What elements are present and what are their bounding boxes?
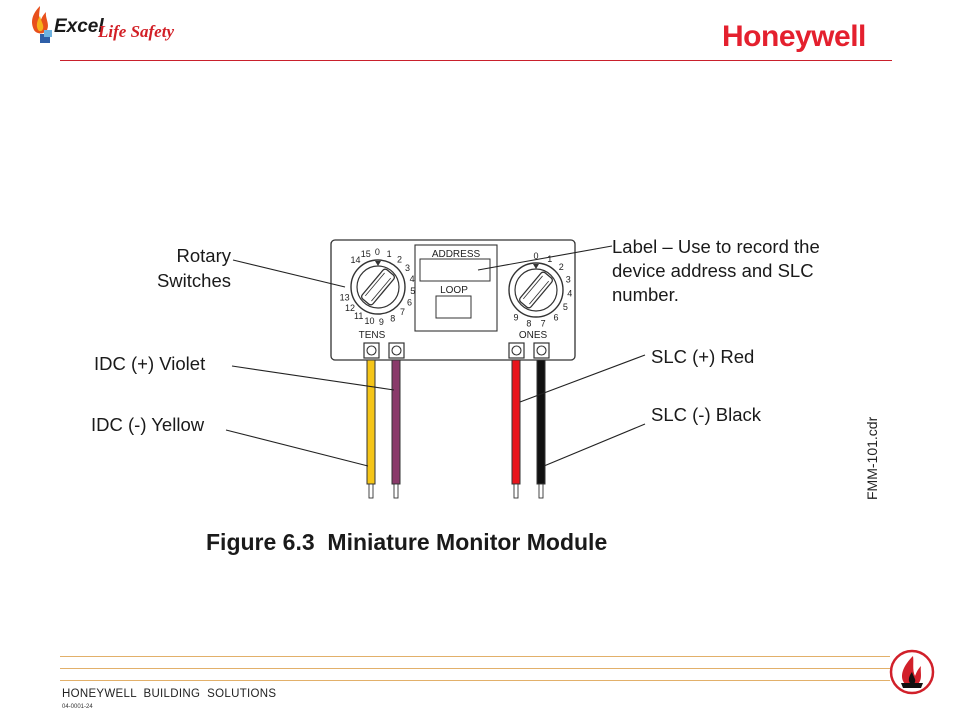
callout-idc-plus: IDC (+) Violet bbox=[94, 353, 205, 374]
header-divider bbox=[60, 60, 892, 61]
tens-dial-number: 4 bbox=[410, 274, 415, 284]
address-label: ADDRESS bbox=[432, 249, 481, 260]
ones-dial-number: 0 bbox=[533, 251, 538, 261]
tens-rotary-switch bbox=[350, 259, 406, 315]
ones-dial-number: 6 bbox=[553, 313, 558, 323]
ones-label: ONES bbox=[519, 330, 548, 341]
callout-rotary-line2: Switches bbox=[157, 270, 231, 291]
footer-code: 04-0001-24 bbox=[62, 704, 93, 710]
terminal-screws bbox=[363, 342, 550, 359]
callout-rotary-line1: Rotary bbox=[177, 245, 232, 266]
ones-dial-number: 2 bbox=[559, 262, 564, 272]
callout-label-line1: Label – Use to record the bbox=[612, 236, 820, 257]
tens-label: TENS bbox=[359, 330, 386, 341]
loop-box bbox=[435, 295, 472, 319]
life-safety-brand-text: Life Safety bbox=[98, 22, 174, 41]
footer-rule-1 bbox=[60, 656, 890, 657]
ones-dial-number: 1 bbox=[547, 254, 552, 264]
tens-dial-number: 11 bbox=[354, 311, 363, 321]
ones-dial-number: 8 bbox=[526, 318, 531, 328]
excel-flame-logo-icon bbox=[26, 4, 56, 44]
figure-caption: Figure 6.3 Miniature Monitor Module bbox=[206, 529, 607, 555]
ones-dial-number: 9 bbox=[513, 313, 518, 323]
ones-dial-number: 5 bbox=[563, 302, 568, 312]
ones-rotary-switch bbox=[508, 262, 564, 318]
ones-dial-number: 7 bbox=[541, 318, 546, 328]
idc-plus-violet-wire bbox=[391, 359, 401, 485]
loop-label: LOOP bbox=[440, 285, 468, 296]
footer-rule-2 bbox=[60, 668, 890, 669]
footer-rule-3 bbox=[60, 680, 890, 681]
tens-dial-number: 15 bbox=[361, 249, 371, 259]
idc-minus-yellow-wire bbox=[366, 359, 376, 485]
slc-plus-red-wire bbox=[511, 359, 521, 485]
fire-badge-icon bbox=[888, 648, 936, 696]
callout-slc-plus: SLC (+) Red bbox=[651, 346, 754, 367]
leader-lines bbox=[225, 245, 646, 467]
tens-dial-number: 7 bbox=[400, 307, 405, 317]
file-label: FMM-101.cdr bbox=[864, 416, 880, 500]
tens-dial-number: 10 bbox=[364, 316, 374, 326]
tens-dial-number: 3 bbox=[405, 263, 410, 273]
tens-dial-number: 5 bbox=[410, 286, 415, 296]
ones-dial-number: 3 bbox=[566, 275, 571, 285]
tens-dial-number: 14 bbox=[350, 255, 360, 265]
tens-dial-number: 8 bbox=[390, 314, 395, 324]
ones-dial-number: 4 bbox=[567, 289, 572, 299]
address-box bbox=[419, 258, 491, 282]
tens-dial-number: 1 bbox=[387, 249, 392, 259]
tens-dial-number: 9 bbox=[379, 317, 384, 327]
callout-label-line3: number. bbox=[612, 284, 679, 305]
excel-brand-text: Excel bbox=[54, 16, 104, 37]
slc-minus-black-wire bbox=[536, 359, 546, 485]
footer-company: HONEYWELL BUILDING SOLUTIONS bbox=[62, 688, 277, 700]
wires bbox=[366, 359, 546, 499]
callout-label-line2: device address and SLC bbox=[612, 260, 814, 281]
tens-dial-number: 6 bbox=[407, 297, 412, 307]
tens-dial-number: 13 bbox=[340, 293, 350, 303]
callout-slc-minus: SLC (-) Black bbox=[651, 404, 762, 425]
callout-idc-minus: IDC (-) Yellow bbox=[91, 414, 205, 435]
tens-dial-number: 2 bbox=[397, 254, 402, 264]
tens-dial-number: 0 bbox=[375, 247, 380, 257]
tens-dial-number: 12 bbox=[345, 303, 355, 313]
honeywell-logo: Honeywell bbox=[722, 20, 866, 53]
